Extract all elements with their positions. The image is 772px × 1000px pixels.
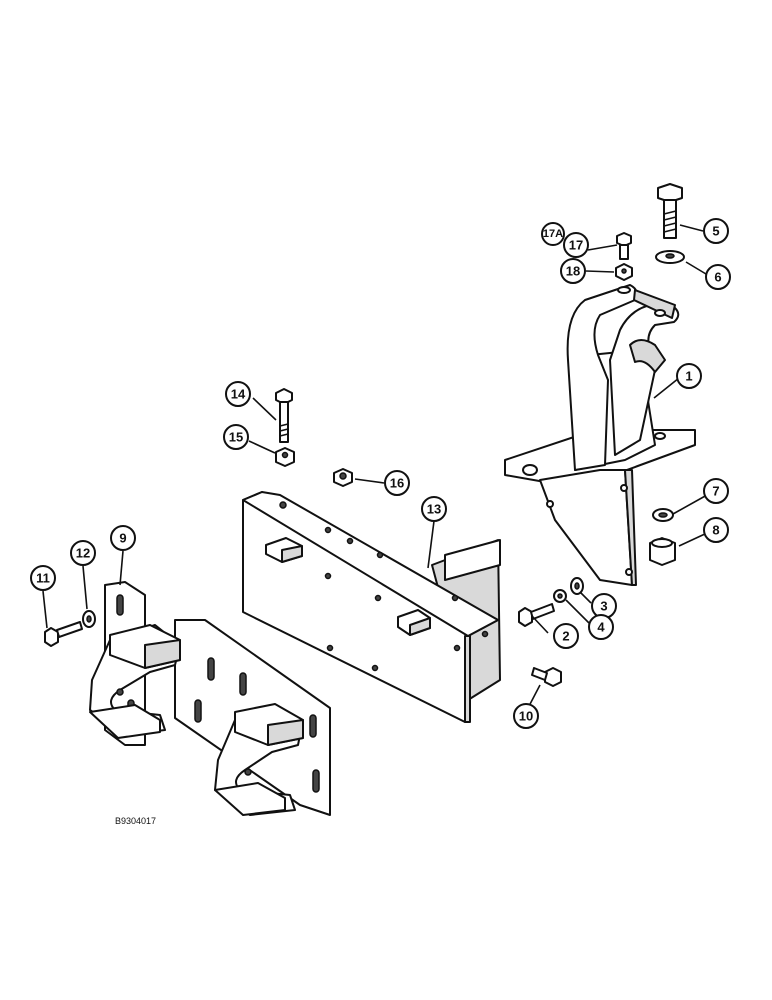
nut-18: [615, 263, 633, 281]
leader-lines: [42, 224, 708, 709]
callout-16: 16: [384, 470, 410, 496]
svg-text:18: 18: [566, 264, 580, 279]
nut-16: [333, 468, 353, 487]
bolt-17: [616, 232, 632, 260]
svg-text:1: 1: [685, 369, 692, 384]
svg-text:6: 6: [714, 270, 721, 285]
callout-7: 7: [703, 478, 729, 504]
svg-text:11: 11: [36, 571, 50, 586]
svg-text:13: 13: [427, 502, 441, 517]
callout-17: 17: [563, 232, 589, 258]
callout-1: 1: [676, 363, 702, 389]
callout-5: 5: [703, 218, 729, 244]
svg-text:15: 15: [229, 430, 243, 445]
callout-10: 10: [513, 703, 539, 729]
bolt-5: [657, 183, 683, 239]
callout-8: 8: [703, 517, 729, 543]
svg-text:9: 9: [119, 531, 126, 546]
callout-14: 14: [225, 381, 251, 407]
callout-6: 6: [705, 264, 731, 290]
svg-text:5: 5: [712, 224, 719, 239]
figure-code: B9304017: [115, 816, 156, 826]
nut-15: [275, 447, 295, 467]
mounting-plate: [242, 491, 501, 723]
svg-text:3: 3: [600, 599, 607, 614]
callout-15: 15: [223, 424, 249, 450]
bolt-2: [518, 603, 555, 627]
svg-text:10: 10: [519, 709, 533, 724]
callout-4: 4: [588, 614, 614, 640]
callout-18: 18: [560, 258, 586, 284]
svg-text:17A: 17A: [543, 228, 563, 240]
hitch-bracket: [504, 284, 696, 586]
svg-text:16: 16: [390, 476, 404, 491]
callout-17a: 17A: [541, 222, 565, 246]
svg-text:2: 2: [562, 629, 569, 644]
washer-6: [655, 250, 685, 264]
callout-3: 3: [591, 593, 617, 619]
bolt-10: [531, 667, 562, 687]
svg-text:7: 7: [712, 484, 719, 499]
bolt-14: [275, 388, 293, 443]
callout-13: 13: [421, 496, 447, 522]
callout-12: 12: [70, 540, 96, 566]
svg-text:14: 14: [231, 387, 246, 402]
svg-text:12: 12: [76, 546, 90, 561]
svg-text:4: 4: [597, 620, 605, 635]
callout-labels: 1 2 3 4 5 6 7 8 9 10 11 12 13 14 15 16 1…: [30, 218, 731, 729]
lock-washer-4: [553, 589, 567, 603]
bolt-11: [44, 621, 83, 647]
callout-11: 11: [30, 565, 56, 591]
lock-washer-7: [652, 508, 674, 522]
svg-text:17: 17: [569, 238, 583, 253]
washer-12: [82, 610, 96, 628]
nut-8: [649, 537, 676, 566]
washer-3: [570, 577, 584, 595]
tie-down-bracket: [89, 581, 331, 816]
callout-9: 9: [110, 525, 136, 551]
svg-text:8: 8: [712, 523, 719, 538]
callout-2: 2: [553, 623, 579, 649]
